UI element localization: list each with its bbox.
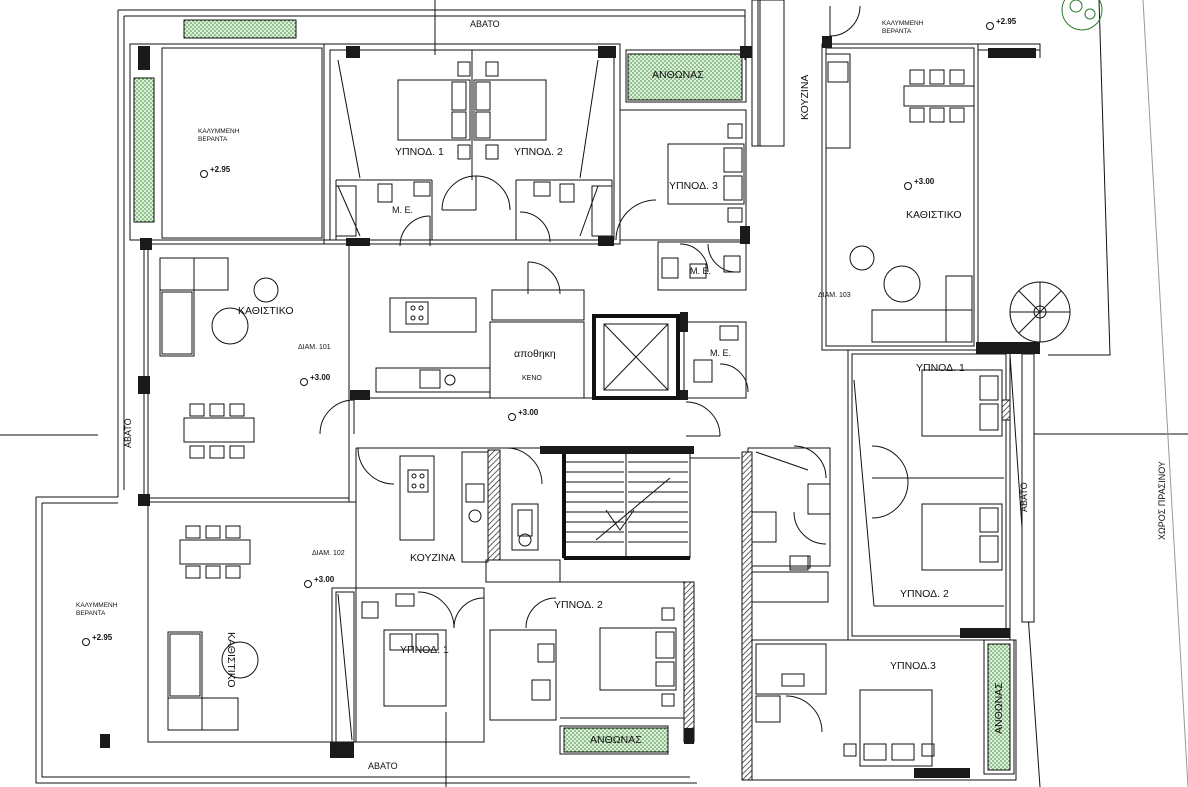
ypnod2-right-label: ΥΠΝΟΔ. 2 (900, 588, 949, 600)
ypnod1-right-label: ΥΠΝΟΔ. 1 (916, 362, 965, 374)
kathistiko-103-label: ΚΑΘΙΣΤΙΚΟ (906, 209, 962, 221)
level-living-102-value: +3.00 (314, 575, 335, 584)
level-marker-icon (508, 413, 516, 421)
level-veranda-tl-value: +2.95 (210, 165, 231, 174)
anthonas-top-label: ΑΝΘΩΝΑΣ (652, 69, 704, 81)
wc-label-1: Μ. Ε. (392, 205, 414, 215)
covered-veranda-bl: ΚΑΛΥΜΜΕΝΗ ΒΕΡΑΝΤΑ (76, 602, 117, 618)
level-veranda-tr-value: +2.95 (996, 17, 1017, 26)
level-veranda-bl-value: +2.95 (92, 633, 113, 642)
unit-101-label: ΔΙΑΜ. 101 (298, 344, 331, 351)
level-corridor: +3.00 (508, 408, 538, 421)
wc-label-2: Μ. Ε. (690, 266, 712, 276)
level-marker-icon (986, 22, 994, 30)
unit-103-label: ΔΙΑΜ. 103 (818, 292, 851, 299)
kouzina-top-label: ΚΟΥΖΙΝΑ (799, 74, 811, 120)
avato-left-label: ΑΒΑΤΟ (123, 418, 133, 448)
covered-veranda-tr-line2: ΒΕΡΑΝΤΑ (882, 28, 912, 35)
avato-right-label: ΑΒΑΤΟ (1019, 482, 1029, 512)
level-corridor-value: +3.00 (518, 408, 539, 417)
kathistiko-102-label: ΚΑΘΙΣΤΙΚΟ (225, 632, 237, 688)
covered-veranda-tr-line1: ΚΑΛΥΜΜΕΝΗ (882, 20, 924, 27)
level-living-101-value: +3.00 (310, 373, 331, 382)
void-label: ΚΕΝΟ (522, 375, 542, 382)
covered-veranda-bl-line2: ΒΕΡΑΝΤΑ (76, 610, 106, 617)
level-marker-icon (904, 182, 912, 190)
level-marker-icon (82, 638, 90, 646)
storage-label: αποθηκη (514, 348, 556, 360)
unit-102-label: ΔΙΑΜ. 102 (312, 550, 345, 557)
anthonas-bottom-label: ΑΝΘΩΝΑΣ (590, 734, 642, 746)
covered-veranda-tl-line1: ΚΑΛΥΜΜΕΝΗ (198, 128, 240, 135)
kouzina-mid-label: ΚΟΥΖΙΝΑ (410, 552, 456, 564)
level-living-103: +3.00 (904, 177, 934, 190)
ypnod3-right-label: ΥΠΝΟΔ.3 (890, 660, 936, 672)
level-marker-icon (304, 580, 312, 588)
avato-bottom-label: ΑΒΑΤΟ (368, 761, 398, 771)
level-living-102: +3.00 (304, 575, 334, 588)
kathistiko-101-label: ΚΑΘΙΣΤΙΚΟ (238, 305, 294, 317)
level-veranda-bl: +2.95 (82, 633, 112, 646)
level-marker-icon (300, 378, 308, 386)
ypnod2-bottom-label: ΥΠΝΟΔ. 2 (554, 599, 603, 611)
level-living-101: +3.00 (300, 373, 330, 386)
level-living-103-value: +3.00 (914, 177, 935, 186)
covered-veranda-tl-line2: ΒΕΡΑΝΤΑ (198, 136, 228, 143)
covered-veranda-tr: ΚΑΛΥΜΜΕΝΗ ΒΕΡΑΝΤΑ (882, 20, 923, 36)
level-marker-icon (200, 170, 208, 178)
ypnod2-top-label: ΥΠΝΟΔ. 2 (514, 146, 563, 158)
anthonas-right-label: ΑΝΘΩΝΑΣ (993, 682, 1005, 734)
covered-veranda-bl-line1: ΚΑΛΥΜΜΕΝΗ (76, 602, 118, 609)
xoros-prasinou-label: ΧΩΡΟΣ ΠΡΑΣΙΝΟΥ (1157, 461, 1167, 540)
covered-veranda-tl: ΚΑΛΥΜΜΕΝΗ ΒΕΡΑΝΤΑ (198, 128, 239, 144)
ypnod1-top-label: ΥΠΝΟΔ. 1 (395, 146, 444, 158)
ypnod1-bottom-label: ΥΠΝΟΔ. 1 (400, 644, 449, 656)
avato-top-label: ΑΒΑΤΟ (470, 19, 500, 29)
level-veranda-tr: +2.95 (986, 17, 1016, 30)
level-veranda-tl: +2.95 (200, 165, 230, 178)
wc-label-3: Μ. Ε. (710, 348, 732, 358)
ypnod3-top-label: ΥΠΝΟΔ. 3 (669, 180, 718, 192)
